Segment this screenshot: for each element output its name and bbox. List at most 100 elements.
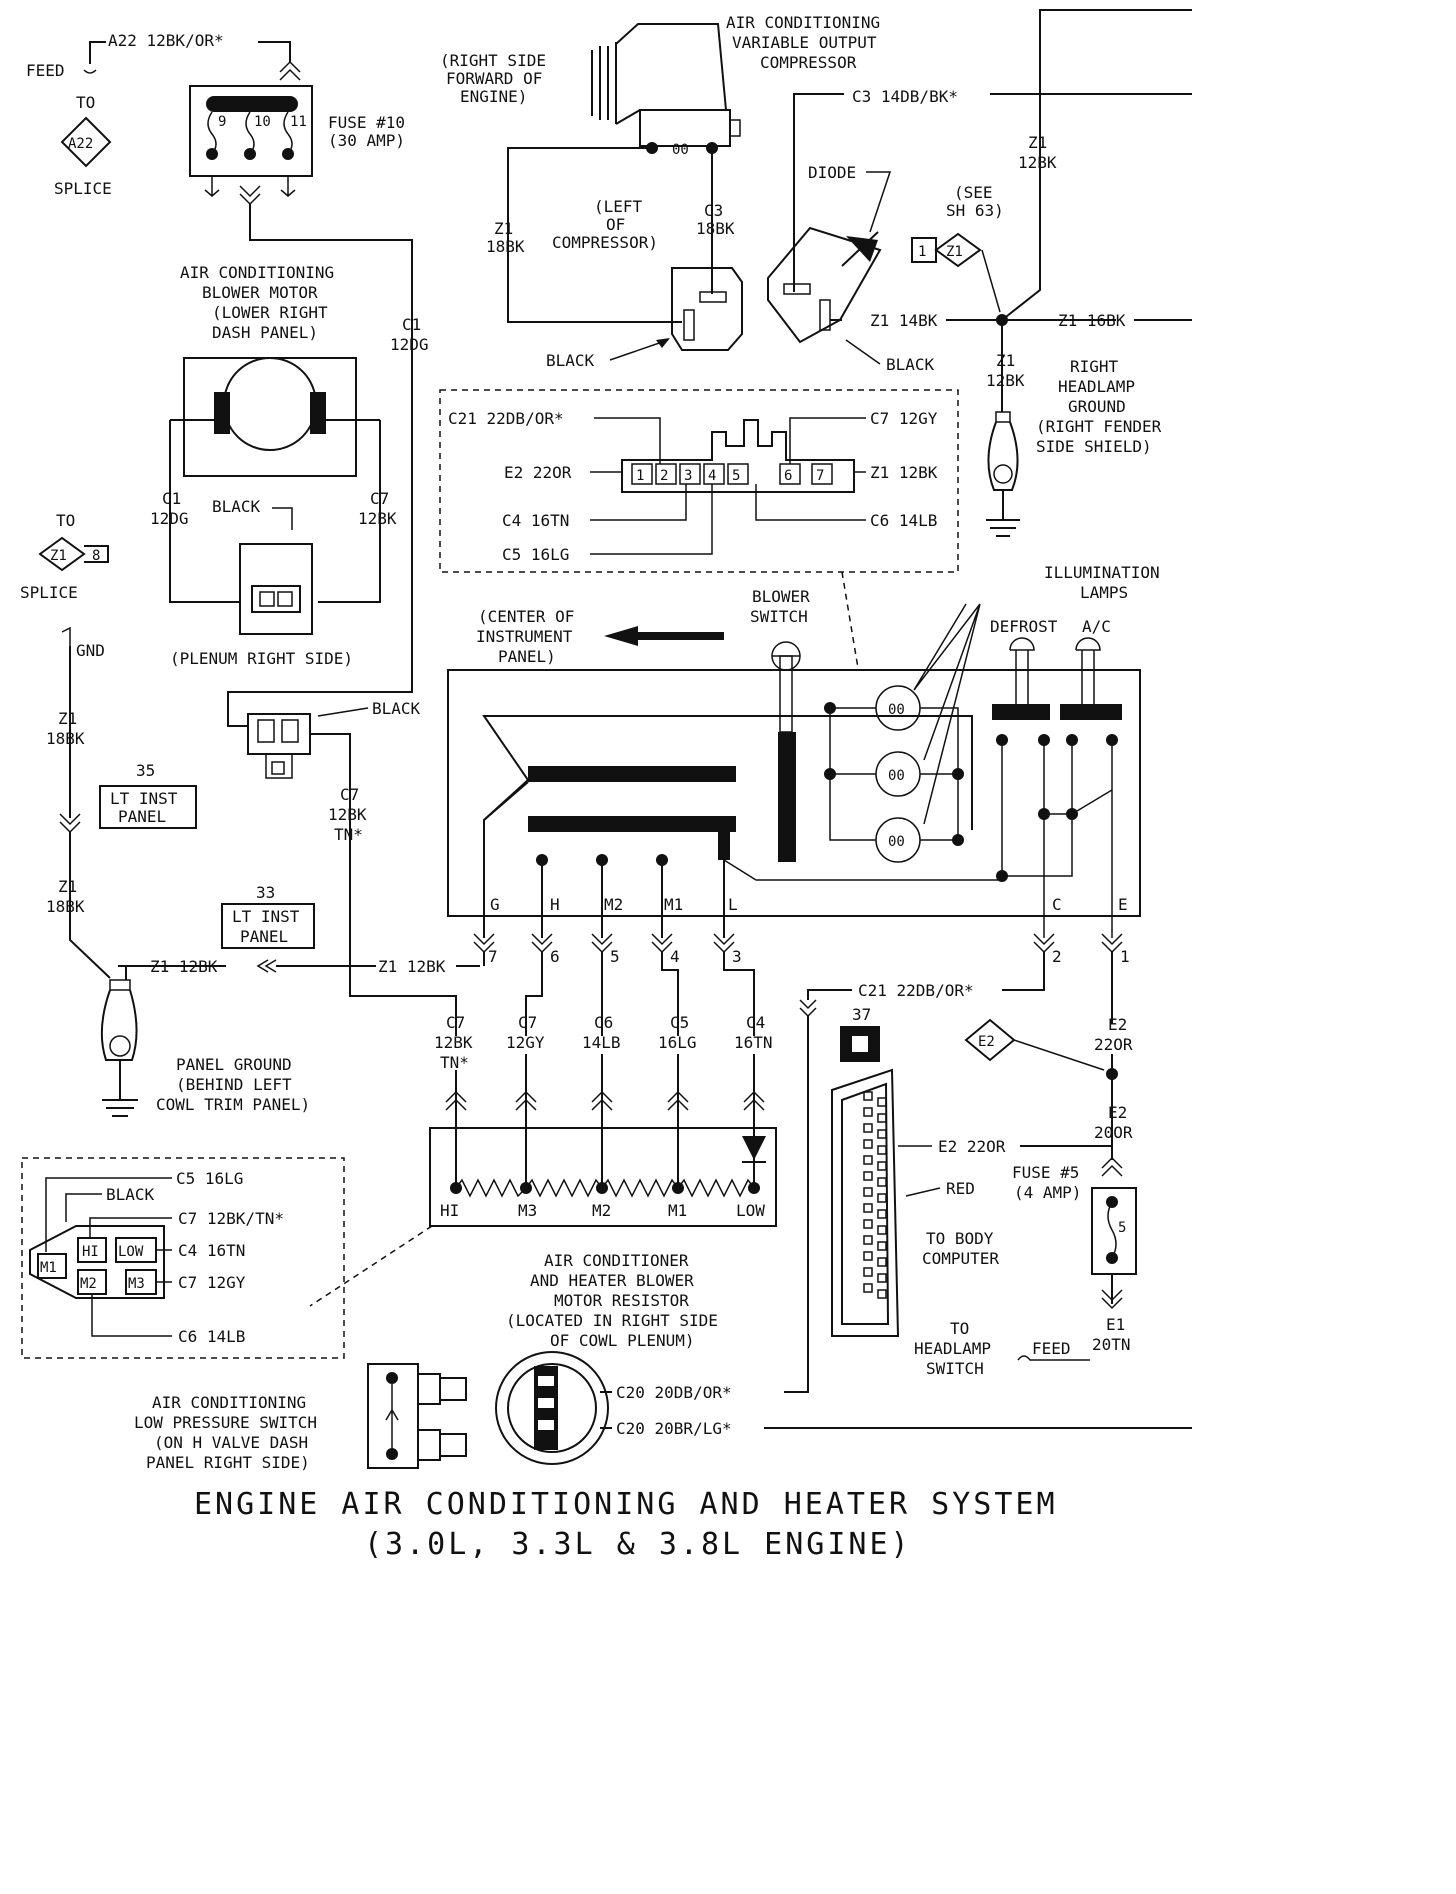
e2-22or-conn-label: E2 22OR: [504, 463, 572, 482]
plenum-right-side-label: (PLENUM RIGHT SIDE): [170, 649, 353, 668]
z1-12bk-mid-label: Z1 12BK: [378, 957, 446, 976]
c7-12gy-top-label: C7 12GY: [870, 409, 938, 428]
c1-12dg-top-b: 12DG: [390, 335, 429, 354]
resistor-title-2: AND HEATER BLOWER: [530, 1271, 694, 1290]
illumination-lamps-1: ILLUMINATION: [1044, 563, 1160, 582]
feed-2-label: FEED: [1032, 1339, 1071, 1358]
feed-label: FEED: [26, 61, 65, 80]
e1-b: 20TN: [1092, 1335, 1131, 1354]
sw-c5-label: C5 16LG: [176, 1169, 243, 1188]
resistor-title-5: OF COWL PLENUM): [550, 1331, 695, 1350]
a22-splice-diamond: [60, 116, 112, 168]
lamp-3-label: 00: [888, 834, 905, 850]
fuse-10-box: [189, 85, 313, 177]
low-pressure-title-2: LOW PRESSURE SWITCH: [134, 1413, 317, 1432]
conn-pin-3: 3: [684, 468, 692, 484]
z1-18bk-left-b: 18BK: [46, 729, 85, 748]
blower-switch-label-1: BLOWER: [752, 587, 810, 606]
blower-switch-slider: [778, 732, 796, 862]
low-pressure-title-4: PANEL RIGHT SIDE): [146, 1453, 310, 1472]
terminal-h: H: [550, 895, 560, 914]
switch-connector-area: C21 22DB/OR* C7 12GY 1 2 3 4 5 6 7 E2 22…: [439, 389, 959, 669]
c7-12bk-left-b: 12BK: [358, 509, 397, 528]
wiring-diagram: A22 12BK/OR* FEED TO A22 SPLICE 9 10 11 …: [20, 9, 1192, 1562]
e2-20or-b: 20OR: [1094, 1123, 1133, 1142]
terminal-m1: M1: [664, 895, 683, 914]
right-headlamp-ground-3: GROUND: [1068, 397, 1126, 416]
sw-pin-1: 1: [1120, 947, 1130, 966]
sw-c7tn-label: C7 12BK/TN*: [178, 1209, 284, 1228]
z1-12bk-conn-label: Z1 12BK: [870, 463, 938, 482]
blower-switch-label-2: SWITCH: [750, 607, 808, 626]
compressor-pulley: [591, 42, 617, 124]
sw-hi: HI: [82, 1244, 99, 1260]
terminal-g: G: [490, 895, 500, 914]
sw-black-label: BLACK: [106, 1185, 155, 1204]
low-pressure-title-3: (ON H VALVE DASH: [154, 1433, 308, 1452]
res-c7tn-b: 12BK: [434, 1033, 473, 1052]
c7-12bktn-b: 12BK: [328, 805, 367, 824]
c20-20br-label: C20 20BR/LG*: [616, 1419, 732, 1438]
compressor-title-3: COMPRESSOR: [760, 53, 857, 72]
c21-22db-label: C21 22DB/OR*: [448, 409, 564, 428]
illumination-lamps-2: LAMPS: [1080, 583, 1128, 602]
body-computer-pins: [863, 1091, 887, 1299]
res-c7tn-a: C7: [446, 1013, 465, 1032]
terminal-m2: M2: [604, 895, 623, 914]
a22-label: A22: [68, 136, 93, 152]
blower-motor-title-2: BLOWER MOTOR: [202, 283, 318, 302]
panel-ground-3: COWL TRIM PANEL): [156, 1095, 310, 1114]
c1-12dg-left-b: 12DG: [150, 509, 189, 528]
left-of-comp-3: COMPRESSOR): [552, 233, 658, 252]
to-body-computer-1: TO BODY: [926, 1229, 994, 1248]
ref-35-label: 35: [136, 761, 155, 780]
panel-ground-1: PANEL GROUND: [176, 1055, 292, 1074]
resistor-m3: M3: [518, 1201, 537, 1220]
c7-12bktn-c: TN*: [334, 825, 363, 844]
c20-connector-outer: [495, 1351, 609, 1465]
sw-c6-label: C6 14LB: [178, 1327, 245, 1346]
sw-pin-2: 2: [1052, 947, 1062, 966]
speed-switch-detail: C5 16LG BLACK C7 12BK/TN* M1 HI LOW M2 M…: [21, 1157, 345, 1359]
z1-splice-z1: Z1: [50, 548, 67, 564]
diagram-title: ENGINE AIR CONDITIONING AND HEATER SYSTE…: [194, 1487, 1055, 1562]
fuse-10-label: FUSE #10: [328, 113, 405, 132]
panel-ground-2: (BEHIND LEFT: [176, 1075, 292, 1094]
black-blower-label: BLACK: [212, 497, 261, 516]
e2-22or-r-a: E2: [1108, 1015, 1127, 1034]
switch-connector-body: [621, 419, 855, 493]
compressor-title-1: AIR CONDITIONING: [726, 13, 880, 32]
z1-18bk-lower-b: 18BK: [46, 897, 85, 916]
sw-low: LOW: [118, 1244, 144, 1260]
c3-18bk-a: C3: [704, 201, 723, 220]
res-c5-a: C5: [670, 1013, 689, 1032]
black-connector-label-2: BLACK: [886, 355, 935, 374]
blower-switch-panel: (CENTER OF INSTRUMENT PANEL) BLOWER SWIT…: [447, 563, 1160, 1393]
center-of-panel-3: PANEL): [498, 647, 556, 666]
direction-arrow-icon: [604, 626, 638, 646]
c6-14lb-conn-label: C6 14LB: [870, 511, 937, 530]
see-sh63-2: SH 63): [946, 201, 1004, 220]
compressor-connector: [671, 267, 743, 351]
resistor-diode-icon: [742, 1136, 766, 1160]
c20-20db-label: C20 20DB/OR*: [616, 1383, 732, 1402]
resistor-hi: HI: [440, 1201, 459, 1220]
to-headlamp-2: HEADLAMP: [914, 1339, 991, 1358]
fuse-10-area: A22 12BK/OR* FEED TO A22 SPLICE 9 10 11 …: [26, 31, 413, 727]
res-c5-b: 16LG: [658, 1033, 697, 1052]
diode-area: C3 14DB/BK* DIODE Z1 14BK BLACK Z1 16BK …: [767, 9, 1192, 537]
conn-pin-7: 7: [816, 468, 824, 484]
low-pressure-switch: AIR CONDITIONING LOW PRESSURE SWITCH (ON…: [134, 1351, 1192, 1472]
sw-pin-5: 5: [610, 947, 620, 966]
z1-12bk-ground-b: 12BK: [986, 371, 1025, 390]
z1-12bk-left-label: Z1 12BK: [150, 957, 218, 976]
low-pressure-switch-body: [367, 1363, 419, 1469]
z1-12bk-top-b: 12BK: [1018, 153, 1057, 172]
blower-motor-title-3: (LOWER RIGHT: [212, 303, 328, 322]
z1-12bk-ground-a: Z1: [996, 351, 1015, 370]
blower-resistor-box: [429, 1127, 777, 1227]
lt-inst-35-a: LT INST: [110, 789, 178, 808]
lt-inst-33-b: PANEL: [240, 927, 288, 946]
red-label: RED: [946, 1179, 975, 1198]
to-headlamp-3: SWITCH: [926, 1359, 984, 1378]
